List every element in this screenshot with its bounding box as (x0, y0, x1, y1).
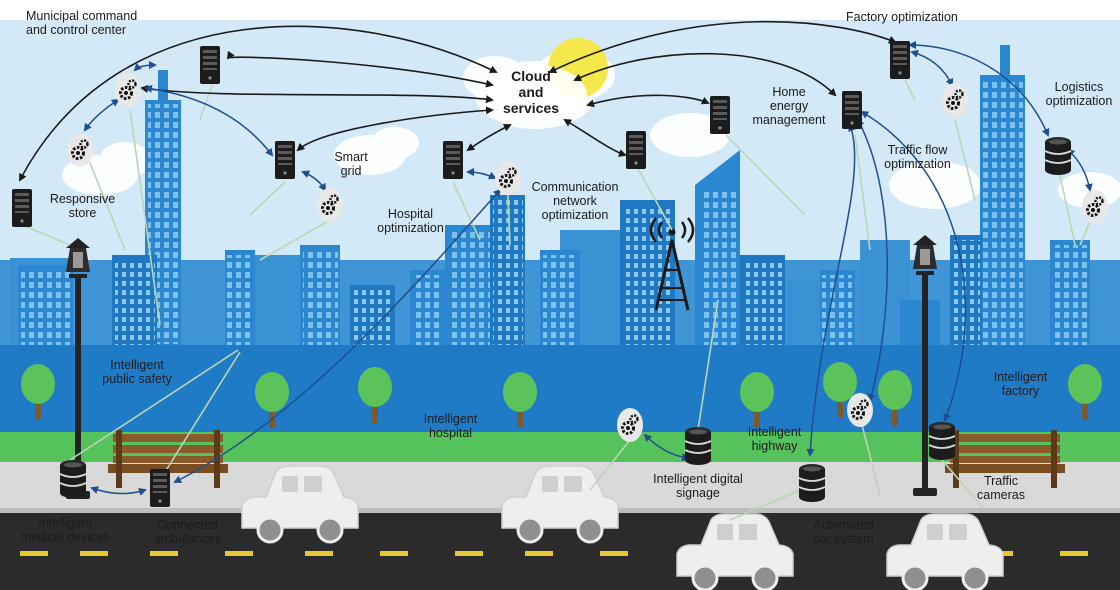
server-icon (842, 91, 862, 129)
smart-grid-label: Smart grid (334, 150, 368, 178)
server-icon (626, 131, 646, 169)
responsive-store-label: Responsive store (49, 192, 116, 220)
server-icon (275, 141, 295, 179)
home-energy-label: Home energy management (752, 85, 826, 127)
server-icon (890, 41, 910, 79)
server-icon (443, 141, 463, 179)
gear-icon (615, 406, 645, 444)
antenna-tower-icon (649, 217, 695, 311)
digital-signage-label: Intelligent digital signage (653, 472, 743, 500)
hospital-optimization-label: Hospital optimization (377, 207, 444, 235)
gear-icon (113, 71, 143, 109)
medical-devices-label: Intelligent medical devices (20, 516, 110, 544)
communication-network-label: Communication network optimization (531, 180, 619, 222)
gear-icon (315, 186, 345, 224)
device-arrows (83, 41, 1093, 496)
database-icon (798, 463, 826, 503)
database-icon (1044, 136, 1072, 176)
server-icon (200, 46, 220, 84)
server-icon (12, 189, 32, 227)
municipal-command-label: Municipal command and control center (26, 9, 138, 37)
gear-icon (65, 131, 95, 169)
intelligent-highway-label: Intelligent highway (747, 425, 802, 453)
gear-icon (1080, 188, 1110, 226)
public-safety-label: Intelligent public safety (102, 358, 172, 386)
server-icon (150, 469, 170, 507)
gear-icon (940, 81, 970, 119)
connected-ambulances-label: Connected ambulances (153, 518, 222, 546)
gear-icon (845, 391, 875, 429)
factory-optimization-label: Factory optimization (846, 10, 958, 24)
cloud-arrows (19, 20, 897, 182)
cloud-services-label: Cloud and services (502, 68, 560, 116)
server-icon (710, 96, 730, 134)
automated-car-system-label: Automated car system (813, 518, 874, 546)
database-icon (684, 426, 712, 466)
database-icon (59, 459, 87, 499)
traffic-flow-label: Traffic flow optimization (884, 143, 951, 171)
traffic-cameras-label: Traffic cameras (977, 474, 1025, 502)
logistics-optimization-label: Logistics optimization (1045, 80, 1113, 108)
intelligent-hospital-label: Intelligent hospital (423, 412, 478, 440)
database-icon (928, 421, 956, 461)
intelligent-factory-label: Intelligent factory (993, 370, 1048, 398)
